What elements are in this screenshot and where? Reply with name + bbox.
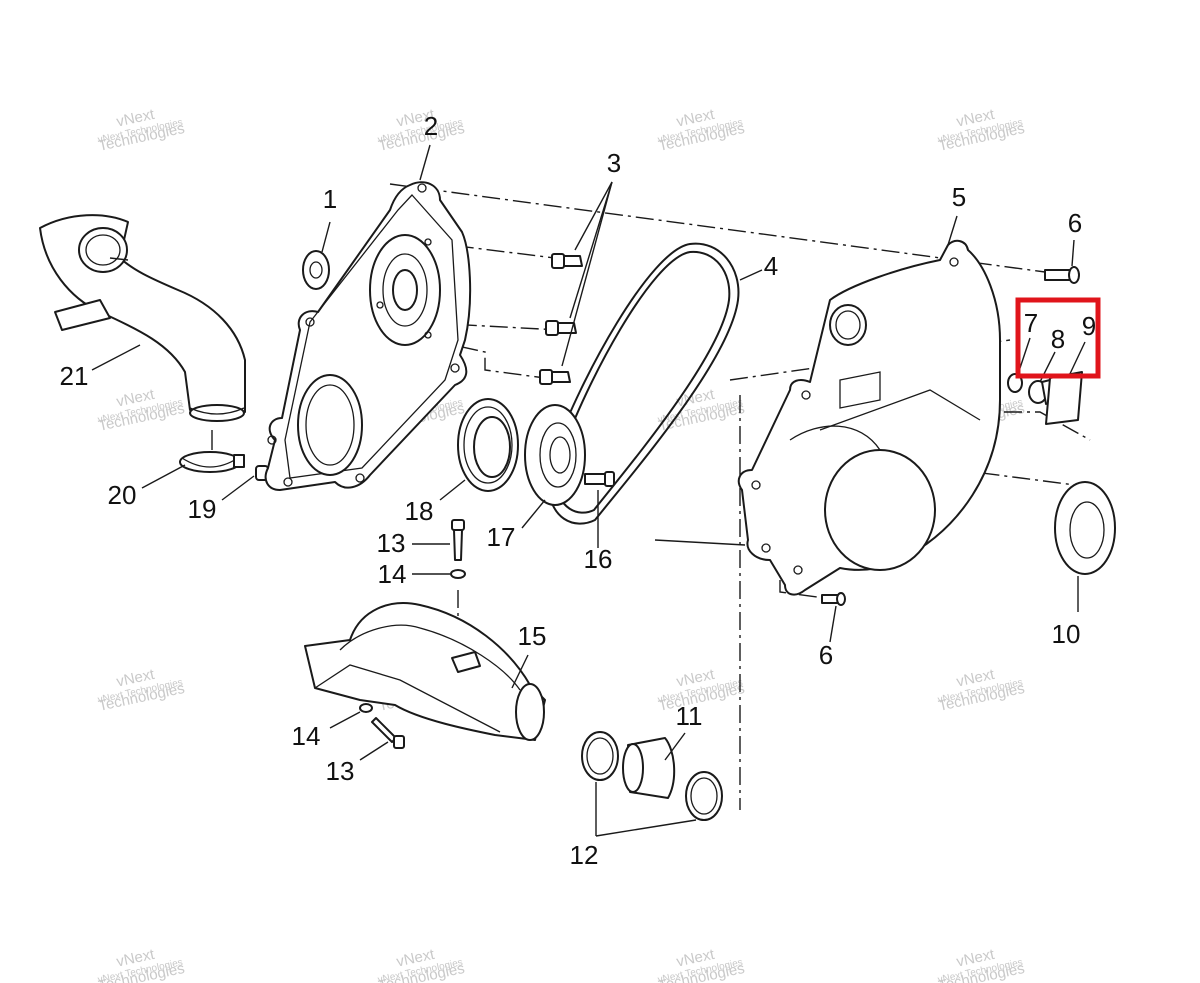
callout-c15: 15 xyxy=(518,621,547,651)
callout-c17: 17 xyxy=(487,522,516,552)
callout-c2: 2 xyxy=(424,111,438,141)
part-6-screws xyxy=(821,239,1080,643)
part-19-plug xyxy=(221,465,269,501)
callout-c4: 4 xyxy=(764,251,778,281)
callout-c21: 21 xyxy=(60,361,89,391)
part-1-bushing xyxy=(302,221,331,290)
callout-c13a: 13 xyxy=(377,528,406,558)
part-10-gasket xyxy=(1054,481,1116,612)
callout-c19: 19 xyxy=(188,494,217,524)
callout-c12: 12 xyxy=(570,840,599,870)
callout-c13b: 13 xyxy=(326,756,355,786)
part-3-bolts xyxy=(539,181,613,385)
callout-c8: 8 xyxy=(1051,324,1065,354)
callout-c16: 16 xyxy=(584,544,613,574)
callout-c20: 20 xyxy=(108,480,137,510)
callout-c10: 10 xyxy=(1052,619,1081,649)
part-2-inner-cover xyxy=(264,144,472,491)
part-21-coolant-hose xyxy=(39,214,246,422)
callout-c18: 18 xyxy=(405,496,434,526)
callout-c6a: 6 xyxy=(1068,208,1082,238)
highlight-box xyxy=(1015,297,1101,379)
part-17-pulley xyxy=(521,404,586,529)
part-13-14-lower-bolt xyxy=(329,703,405,761)
part-18-seal xyxy=(439,398,519,501)
callout-c5: 5 xyxy=(952,182,966,212)
part-4-drive-belt xyxy=(547,242,763,525)
part-5-outer-cover xyxy=(654,215,1001,596)
part-15-air-duct xyxy=(304,602,546,741)
part-13-14-upper-bolt xyxy=(412,519,466,579)
callout-c11: 11 xyxy=(676,701,703,731)
callout-c6b: 6 xyxy=(819,640,833,670)
callout-c14b: 14 xyxy=(292,721,321,751)
callout-c9: 9 xyxy=(1082,311,1096,341)
callout-c7: 7 xyxy=(1024,308,1038,338)
callout-c3: 3 xyxy=(607,148,621,178)
part-11-12-boot-clamps xyxy=(581,731,723,837)
part-7-8-9-oring-plug-label xyxy=(1007,337,1086,425)
part-16-screw xyxy=(584,471,615,548)
callout-c1: 1 xyxy=(323,184,337,214)
part-20-hose-clamp xyxy=(141,430,245,489)
callout-c14a: 14 xyxy=(378,559,407,589)
